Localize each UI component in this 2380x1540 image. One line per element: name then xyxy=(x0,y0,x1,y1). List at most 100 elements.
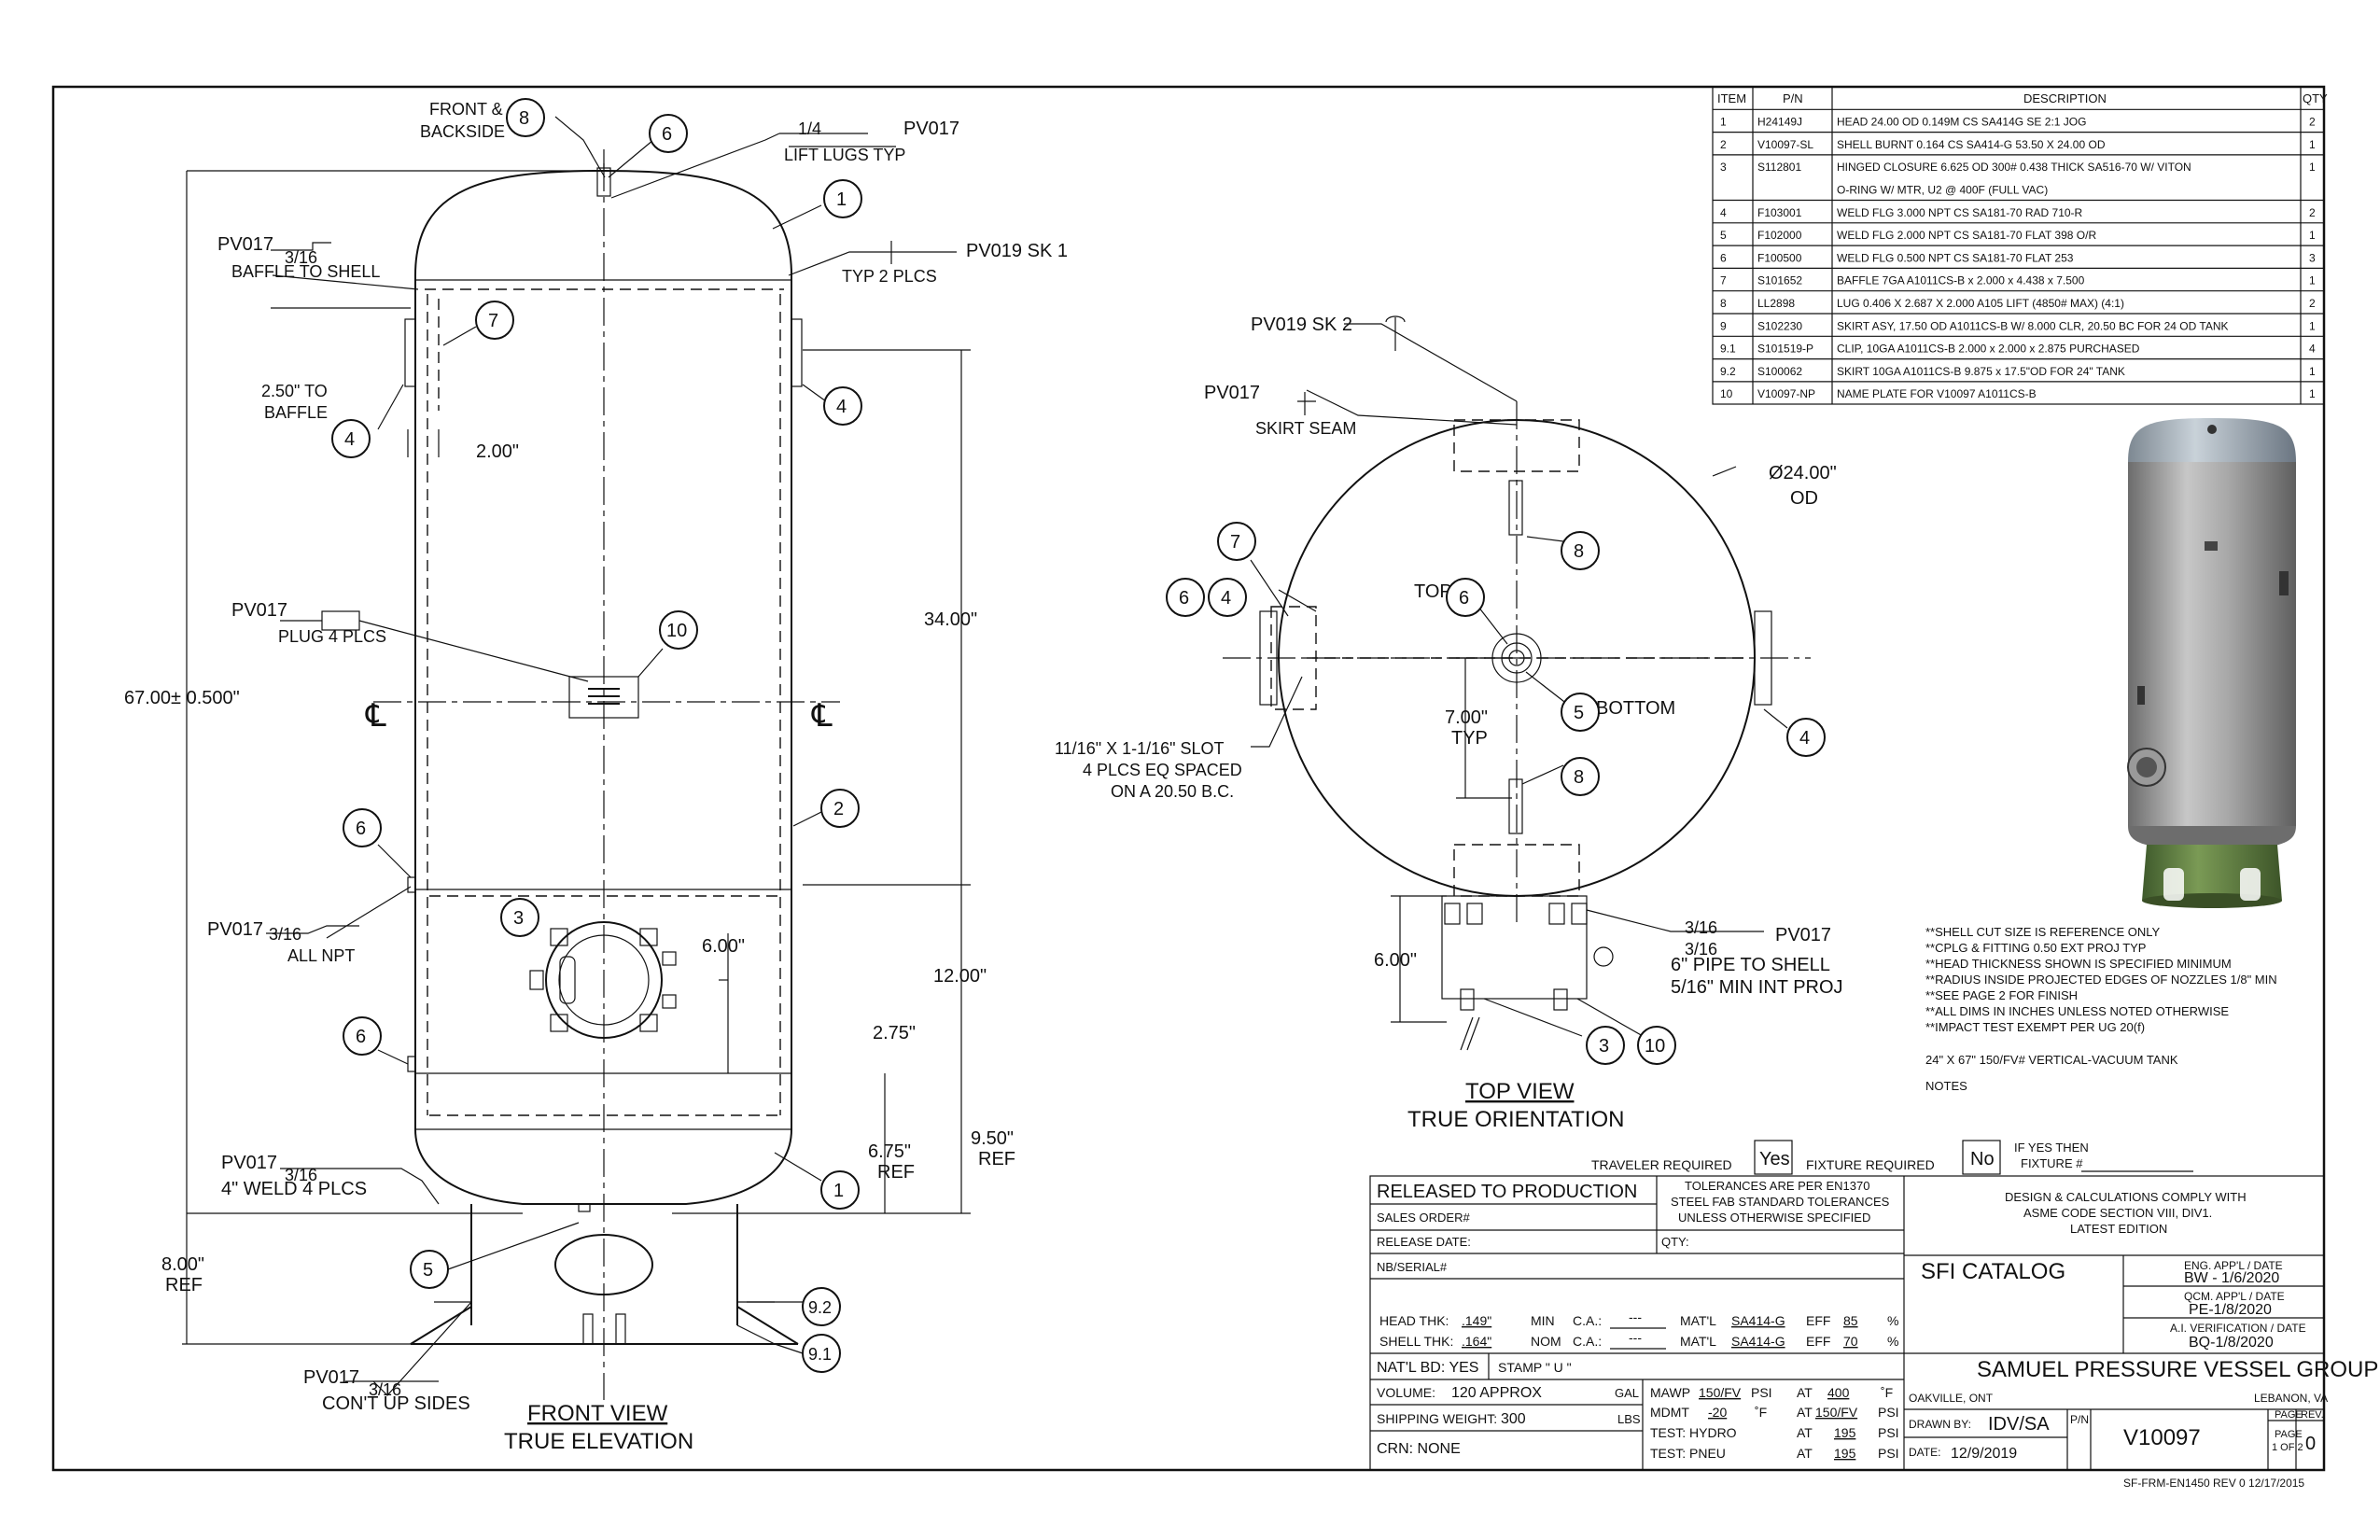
released-label: RELEASED TO PRODUCTION xyxy=(1377,1182,1637,1202)
typ2-label: TYP 2 PLCS xyxy=(842,267,937,286)
bom-cell-qty: 2 xyxy=(2309,297,2316,310)
svg-text:7: 7 xyxy=(488,311,498,331)
svg-text:8: 8 xyxy=(1574,767,1584,788)
fixture-value: No xyxy=(1970,1149,1995,1169)
tol-1: TOLERANCES ARE PER EN1370 xyxy=(1685,1179,1869,1193)
pipe-weld-1: 3/16 xyxy=(1685,918,1717,937)
bom-cell-pn: S112801 xyxy=(1757,161,1801,174)
svg-text:1: 1 xyxy=(833,1181,844,1201)
bom-cell-item: 2 xyxy=(1720,138,1727,151)
mdmt-label: MDMT xyxy=(1650,1405,1689,1420)
slot-2: 4 PLCS EQ SPACED xyxy=(1083,761,1242,779)
bom-cell-item: 9.1 xyxy=(1720,343,1736,356)
shell-eff-value: 70 xyxy=(1843,1334,1858,1349)
weld4-weld: 3/16 xyxy=(285,1166,317,1184)
pv017-pipe: PV017 xyxy=(1775,925,1831,945)
bom-cell-qty: 1 xyxy=(2309,365,2316,378)
ship-value: 300 xyxy=(1501,1411,1526,1427)
svg-text:3: 3 xyxy=(513,908,524,929)
qcm-appl-label: QCM. APP'L / DATE xyxy=(2184,1290,2285,1303)
note-2: **CPLG & FITTING 0.50 EXT PROJ TYP xyxy=(1925,941,2146,955)
bom-header-qty: QTY xyxy=(2303,91,2328,105)
pipe-2: 5/16" MIN INT PROJ xyxy=(1671,977,1843,998)
svg-text:7: 7 xyxy=(1230,532,1240,553)
mawp-at-value: 400 xyxy=(1827,1385,1850,1400)
bom-cell-desc: WELD FLG 0.500 NPT CS SA181-70 FLAT 253 xyxy=(1837,251,2074,264)
top-view-subtitle: TRUE ORIENTATION xyxy=(1407,1107,1624,1132)
bom-cell-desc: HEAD 24.00 OD 0.149M CS SA414G SE 2:1 JO… xyxy=(1837,116,2086,129)
centerline-right: ℄ xyxy=(811,698,833,734)
svg-text:9.2: 9.2 xyxy=(808,1298,832,1317)
shell-thk-value: .164" xyxy=(1462,1334,1491,1349)
bom-cell-desc: WELD FLG 3.000 NPT CS SA181-70 RAD 710-R xyxy=(1837,206,2083,219)
lift-lugs-label: LIFT LUGS TYP xyxy=(784,146,905,164)
test-pneu: TEST: PNEU xyxy=(1650,1446,1726,1461)
svg-text:4: 4 xyxy=(1221,588,1231,609)
note-3: **HEAD THICKNESS SHOWN IS SPECIFIED MINI… xyxy=(1925,957,2232,971)
head-matl-value: SA414-G xyxy=(1731,1313,1785,1328)
bom-cell-item: 10 xyxy=(1720,387,1733,400)
if-yes-2: FIXTURE # xyxy=(2021,1156,2083,1170)
mdmt-degf: ˚F xyxy=(1755,1405,1767,1420)
if-yes-1: IF YES THEN xyxy=(2014,1141,2089,1155)
volume-label: VOLUME: xyxy=(1377,1385,1435,1400)
top-dim6: 6.00" xyxy=(1374,950,1417,971)
bom-cell-item: 6 xyxy=(1720,251,1727,264)
volume-value: 120 APPROX xyxy=(1451,1385,1542,1401)
bom-cell-qty: 1 xyxy=(2309,138,2316,151)
head-eff-value: 85 xyxy=(1843,1313,1858,1328)
date-value: 12/9/2019 xyxy=(1951,1446,2017,1462)
qcm-appl-value: PE-1/8/2020 xyxy=(2189,1302,2272,1318)
bom-cell-qty: 1 xyxy=(2309,319,2316,332)
mawp-label: MAWP xyxy=(1650,1385,1690,1400)
bom-header-pn: P/N xyxy=(1783,91,1803,105)
rev-value: 0 xyxy=(2305,1434,2316,1454)
eng-appl-label: ENG. APP'L / DATE xyxy=(2184,1259,2283,1272)
note-1: **SHELL CUT SIZE IS REFERENCE ONLY xyxy=(1925,925,2160,939)
title-block: TRAVELER REQUIRED Yes FIXTURE REQUIRED N… xyxy=(1369,1140,2378,1471)
bom-cell-qty: 1 xyxy=(2309,387,2316,400)
dim7-2: TYP xyxy=(1451,728,1488,749)
dim7-1: 7.00" xyxy=(1445,707,1488,728)
mdmt-value: -20 xyxy=(1708,1405,1727,1420)
page-label: PAGE xyxy=(2275,1409,2303,1421)
lift-lug-weld: 1/4 xyxy=(798,119,821,138)
slot-1: 11/16" X 1-1/16" SLOT xyxy=(1055,739,1225,758)
front-leaders xyxy=(266,116,957,1396)
shell-matl-label: MAT'L xyxy=(1680,1334,1716,1349)
bom-cell-desc: HINGED CLOSURE 6.625 OD 300# 0.438 THICK… xyxy=(1837,161,2191,174)
shell-matl-value: SA414-G xyxy=(1731,1334,1785,1349)
ai-ver-value: BQ-1/8/2020 xyxy=(2189,1335,2274,1351)
dim-950-2: REF xyxy=(978,1149,1015,1169)
head-min: MIN xyxy=(1531,1313,1555,1328)
hydro-psi: PSI xyxy=(1878,1425,1899,1440)
hydro-at: AT xyxy=(1797,1425,1813,1440)
head-eff-label: EFF xyxy=(1806,1313,1830,1328)
baffle-weld: 3/16 xyxy=(285,248,317,267)
bom-cell-qty: 1 xyxy=(2309,274,2316,287)
bom-cell-item: 4 xyxy=(1720,206,1727,219)
shell-ca-label: C.A.: xyxy=(1573,1334,1602,1349)
bom-cell-pn: S102230 xyxy=(1757,319,1802,332)
note-5: **SEE PAGE 2 FOR FINISH xyxy=(1925,988,2078,1002)
bom-cell-desc: BAFFLE 7GA A1011CS-B x 2.000 x 4.438 x 7… xyxy=(1837,274,2085,287)
dim-12: 12.00" xyxy=(933,966,987,987)
baffle-to-shell: BAFFLE TO SHELL xyxy=(231,262,380,281)
pv017-baffle: PV017 xyxy=(217,234,273,255)
page-label-2: PAGE xyxy=(2275,1429,2303,1440)
bom-cell-pn: S101519-P xyxy=(1757,343,1813,356)
mdmt-at: AT xyxy=(1797,1405,1813,1420)
gal-unit: GAL xyxy=(1615,1386,1639,1400)
svg-text:1: 1 xyxy=(836,189,847,210)
top-callouts: PV019 SK 2 PV017 SKIRT SEAM Ø24.00" OD T… xyxy=(1055,315,1843,1132)
svg-text:6: 6 xyxy=(1459,588,1469,609)
top-label: TOP xyxy=(1414,581,1452,602)
shell-pct: % xyxy=(1887,1334,1898,1349)
bom-cell-desc: LUG 0.406 X 2.687 X 2.000 A105 LIFT (485… xyxy=(1837,297,2124,310)
bom-cell-desc: WELD FLG 2.000 NPT CS SA181-70 FLAT 398 … xyxy=(1837,229,2096,242)
ai-ver-label: A.I. VERIFICATION / DATE xyxy=(2170,1322,2306,1335)
svg-text:8: 8 xyxy=(519,108,529,129)
svg-text:6: 6 xyxy=(662,124,672,145)
stamp: STAMP " U " xyxy=(1498,1360,1572,1375)
